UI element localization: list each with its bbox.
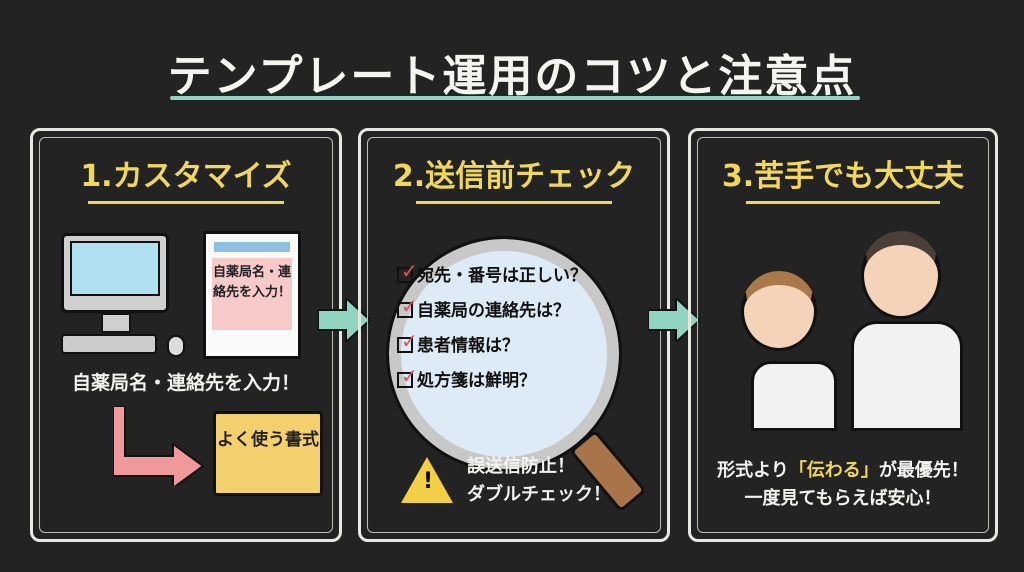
panel-heading: 2.送信前チェック xyxy=(392,159,636,194)
panel-heading: 1.カスタマイズ xyxy=(80,159,292,194)
checklist-item: 自薬局の連絡先は？ xyxy=(397,294,570,321)
monitor-stand-icon xyxy=(101,313,131,333)
checkbox-icon xyxy=(397,364,418,388)
heading-underline xyxy=(416,201,612,204)
reassurance-text: 形式より「伝わる」が最優先！ 一度見てもらえば安心！ xyxy=(717,460,969,509)
checkbox-icon xyxy=(397,294,418,318)
panel-heading: 3.苦手でも大丈夫 xyxy=(721,159,965,194)
heading-underline xyxy=(745,201,941,204)
panel-no-worries: 3.苦手でも大丈夫 形式より「伝わる」が最優先！ 一度見てもらえば安心！ xyxy=(688,128,998,542)
doc-note: 自薬局名・連絡先を入力！ xyxy=(212,258,292,330)
checkbox-icon xyxy=(397,329,418,353)
heading-underline xyxy=(88,201,284,204)
checklist-item: 宛先・番号は正しい？ xyxy=(397,259,587,286)
computer-monitor-icon xyxy=(61,233,169,313)
document-icon: 自薬局名・連絡先を入力！ xyxy=(203,231,301,359)
magnifying-glass-icon xyxy=(386,236,622,472)
caption: 自薬局名・連絡先を入力！ xyxy=(71,372,300,394)
woman-coat xyxy=(751,361,837,431)
checklist-item: 処方箋は鮮明？ xyxy=(397,364,536,391)
panel-customize: 1.カスタマイズ 自薬局名・連絡先を入力！ 自薬局名・連絡先を入力！ よく使う書… xyxy=(30,128,342,542)
checkbox-icon xyxy=(397,259,418,283)
keyboard-icon xyxy=(61,334,157,354)
pharmacist-coat xyxy=(851,321,963,431)
panel-pre-send-check: 2.送信前チェック 宛先・番号は正しい？ 自薬局の連絡先は？ 患者情報は？ 処方… xyxy=(358,128,670,542)
page-title: テンプレート運用のコツと注意点 xyxy=(167,51,857,102)
title-underline xyxy=(170,96,860,100)
warning-icon: ! xyxy=(401,457,453,503)
pharmacist-illustration xyxy=(861,231,941,319)
folder-icon: よく使う書式 xyxy=(213,411,323,496)
pink-arrow-icon xyxy=(113,406,205,486)
worried-woman-illustration xyxy=(741,271,817,351)
checklist-item: 患者情報は？ xyxy=(397,329,519,356)
mouse-icon xyxy=(167,335,185,357)
magnifier-handle xyxy=(569,429,647,513)
warning-text: 誤送信防止！ダブルチェック！ xyxy=(467,456,611,505)
